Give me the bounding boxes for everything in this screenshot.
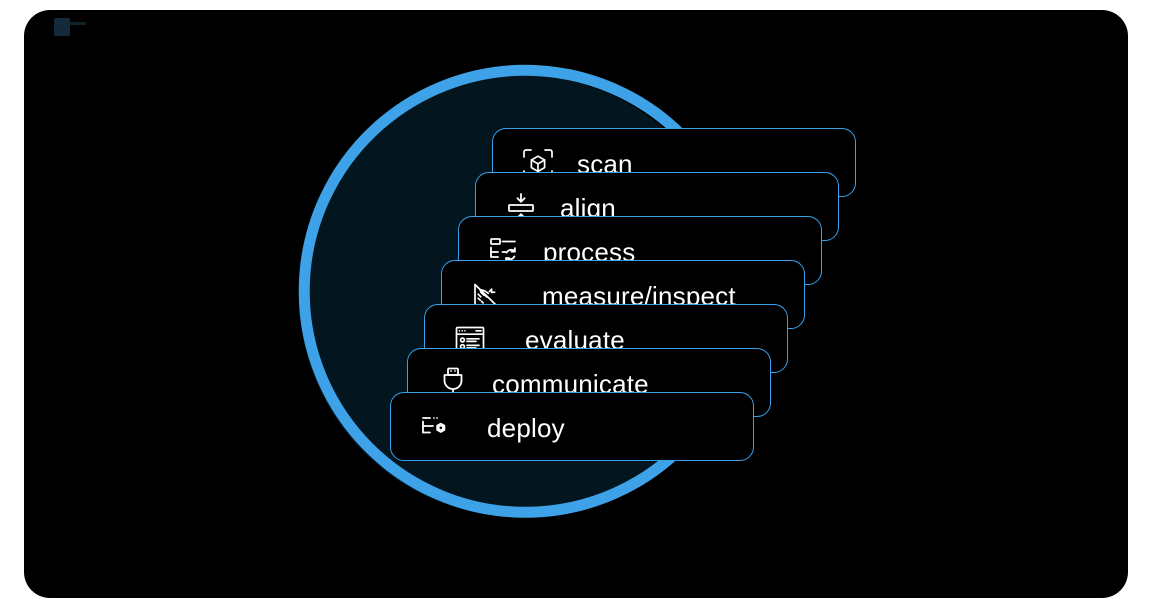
- list-gear-icon: [419, 411, 453, 445]
- step-card-deploy[interactable]: deploy: [390, 392, 754, 461]
- cube-scan-icon: [521, 147, 555, 181]
- step-label: deploy: [487, 413, 565, 443]
- cycle-ring-stroke: [298, 64, 696, 518]
- corner-artifact: [54, 18, 70, 36]
- corner-artifact-secondary: [70, 22, 86, 25]
- window-list-icon: [453, 323, 487, 357]
- list-refresh-icon: [487, 235, 521, 269]
- dark-canvas: scan align: [24, 10, 1128, 598]
